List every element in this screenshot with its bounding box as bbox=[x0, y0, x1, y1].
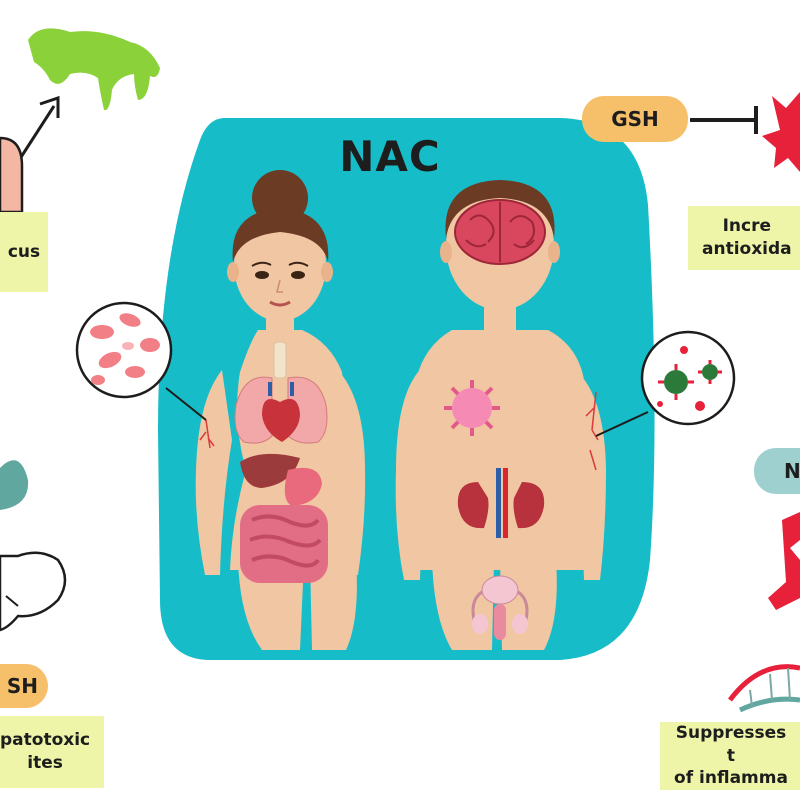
nose-partial-icon bbox=[0, 136, 24, 214]
woman-figure bbox=[195, 170, 366, 650]
mucus-drip-icon bbox=[28, 28, 160, 111]
man-figure bbox=[395, 180, 606, 650]
dna-helix-icon bbox=[728, 664, 800, 713]
swirl-partial-icon bbox=[0, 460, 29, 510]
label-top-left: cus bbox=[0, 212, 48, 292]
label-top-right: Incre antioxida bbox=[688, 206, 800, 270]
label-bottom-right: Suppresses t of inflamma bbox=[660, 722, 800, 790]
gsh-pill-left: SH bbox=[0, 664, 48, 708]
blood-cells-magnifier bbox=[75, 301, 207, 421]
label-bottom-left: patotoxic ites bbox=[0, 716, 104, 788]
virus-magnifier bbox=[595, 330, 736, 437]
ros-burst-icon bbox=[762, 92, 800, 172]
diagram-title: NAC bbox=[339, 132, 441, 181]
liver-outline-partial-icon bbox=[0, 551, 67, 632]
cross-partial-icon bbox=[768, 512, 800, 610]
gsh-pill-right: GSH bbox=[582, 96, 688, 142]
nf-pill-right: N bbox=[754, 448, 800, 494]
